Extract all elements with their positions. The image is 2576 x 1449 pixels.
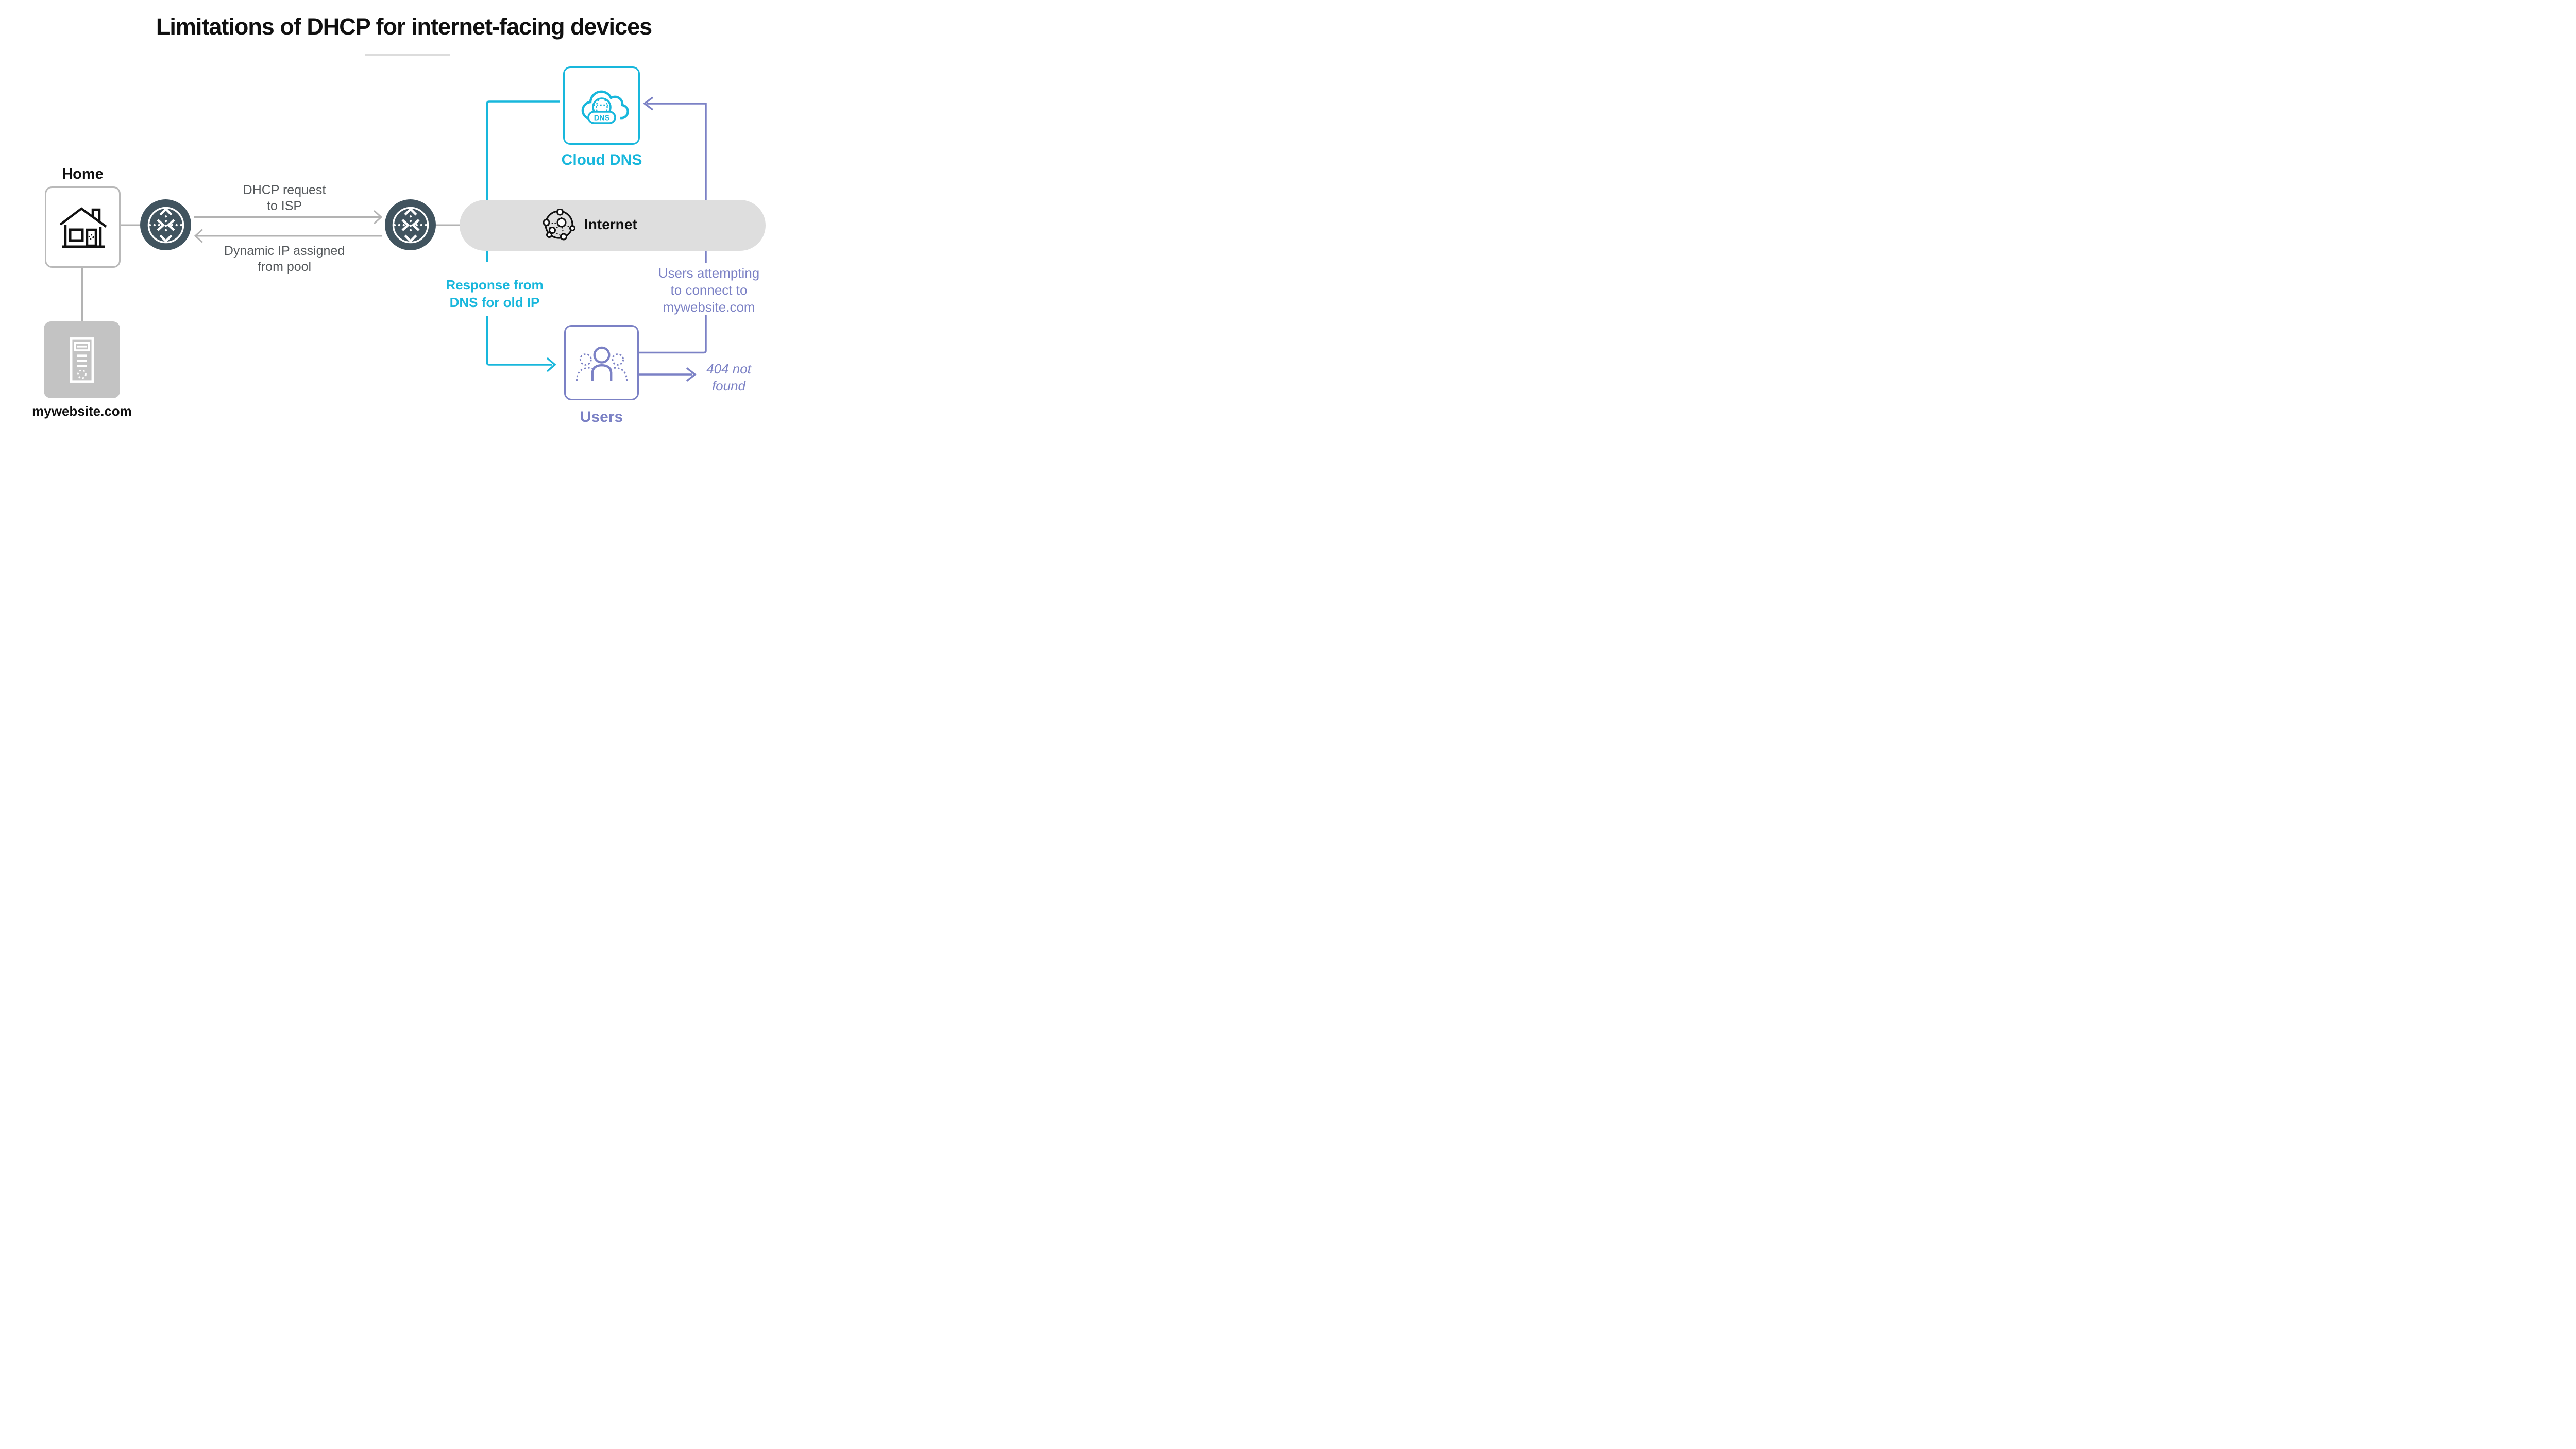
dynamic-ip-arrowhead [194,229,203,243]
dhcp-limitations-diagram: Limitations of DHCP for internet-facing … [0,0,808,454]
internet-pill [460,200,766,251]
dynamic-ip-label: Dynamic IP assigned from pool [224,244,345,274]
website-server-box [44,321,120,398]
dhcp-request-arrowhead [374,210,383,225]
users-icon [575,346,628,381]
dns-response-label: Response from DNS for old IP [446,277,544,310]
cloud-dns-label: Cloud DNS [561,151,642,168]
users-label: Users [580,408,623,425]
users-box [564,325,639,400]
dhcp-request-label: DHCP request to ISP [243,183,326,213]
website-server-label: mywebsite.com [32,403,132,419]
dns-icon-text: DNS [594,114,609,123]
house-icon [59,207,107,248]
home-router-icon [140,199,191,250]
users-to-clouddns-path-lower [639,315,707,354]
not-found-label: 404 not found [706,361,751,394]
internet-to-clouddns-path [486,100,560,262]
home-box [45,186,121,268]
cloud-dns-icon: DNS [581,90,629,124]
cloud-dns-box: DNS [563,66,640,145]
isp-router-icon [385,199,436,250]
not-found-arrowhead [686,367,697,382]
dns-response-path [486,316,552,366]
server-icon [70,337,94,383]
title-underline [365,54,450,56]
dns-response-arrowhead [546,357,556,372]
users-attempt-label: Users attempting to connect to mywebsite… [658,265,760,315]
page-title: Limitations of DHCP for internet-facing … [156,13,652,40]
users-to-clouddns-arrowhead [643,96,654,111]
internet-label: Internet [584,216,637,232]
internet-globe-icon [543,209,575,241]
home-label: Home [62,166,104,182]
